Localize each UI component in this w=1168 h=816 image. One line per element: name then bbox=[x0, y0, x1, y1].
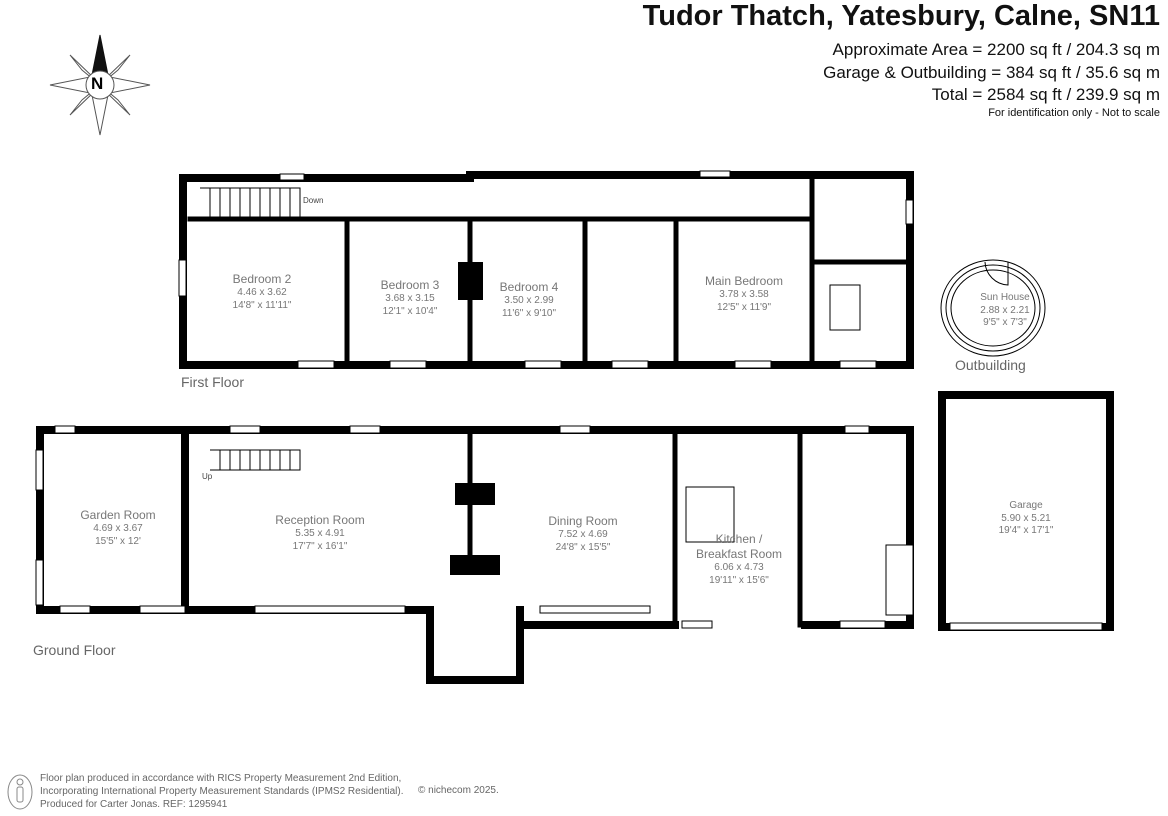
outbuilding-label: Outbuilding bbox=[955, 357, 1026, 373]
ground-floor-label: Ground Floor bbox=[33, 642, 116, 658]
copyright: © nichecom 2025. bbox=[418, 785, 499, 796]
footer-notes: Floor plan produced in accordance with R… bbox=[40, 773, 404, 810]
ground-floor-outer-wall bbox=[36, 426, 914, 629]
porch-wall bbox=[426, 606, 524, 684]
property-title: Tudor Thatch, Yatesbury, Calne, SN11 bbox=[642, 0, 1160, 32]
scale-note: For identification only - Not to scale bbox=[988, 107, 1160, 119]
stairs-down-label: Down bbox=[303, 196, 324, 205]
compass-icon bbox=[49, 34, 151, 136]
garage-area: Garage & Outbuilding = 384 sq ft / 35.6 … bbox=[823, 63, 1160, 82]
total-area: Total = 2584 sq ft / 239.9 sq m bbox=[931, 85, 1160, 104]
person-icon bbox=[7, 774, 33, 810]
first-floor-outer-wall bbox=[179, 171, 914, 369]
first-floor-label: First Floor bbox=[181, 374, 244, 390]
approx-area: Approximate Area = 2200 sq ft / 204.3 sq… bbox=[832, 40, 1160, 59]
stairs-up-label: Up bbox=[202, 472, 213, 481]
sun-house-outline bbox=[940, 259, 1046, 357]
compass-north-label: N bbox=[91, 74, 104, 93]
